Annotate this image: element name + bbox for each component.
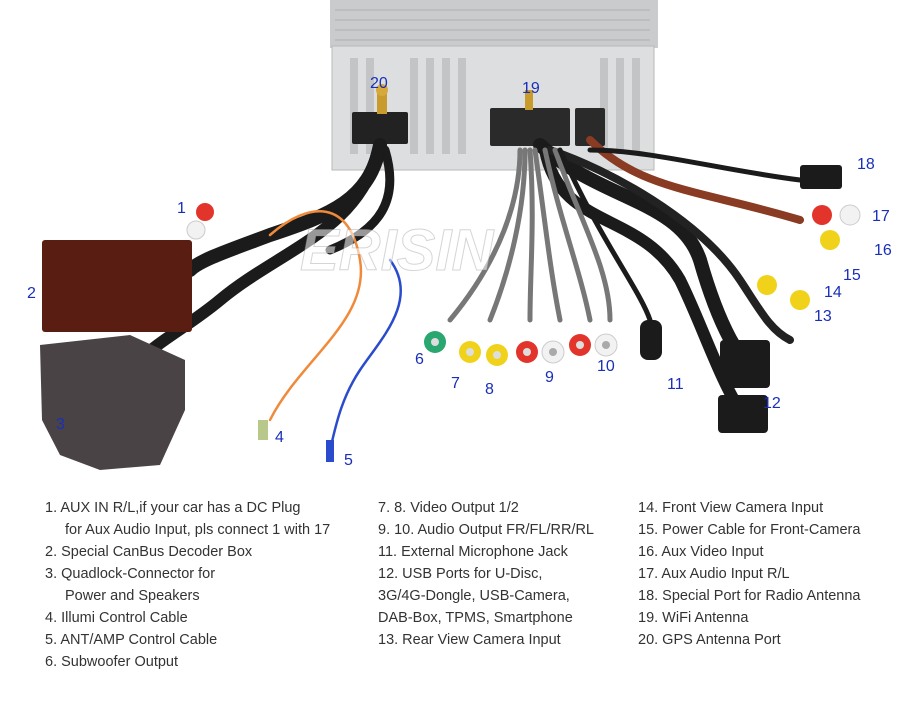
legend-item: 7. 8. Video Output 1/2 (378, 500, 519, 516)
canbus-decoder-box (42, 240, 192, 332)
legend-item: 9. 10. Audio Output FR/FL/RR/RL (378, 522, 594, 538)
callout-7: 7 (451, 375, 460, 392)
callout-19: 19 (522, 80, 540, 97)
quadlock-connector (40, 335, 185, 470)
legend-column-3: 14. Front View Camera Input 15. Power Ca… (638, 497, 860, 651)
callout-15: 15 (843, 267, 861, 284)
legend-item: 18. Special Port for Radio Antenna (638, 588, 861, 604)
callout-16: 16 (874, 242, 892, 259)
legend-column-1: 1. AUX IN R/L,if your car has a DC Plug … (45, 497, 330, 673)
legend-item: 11. External Microphone Jack (378, 544, 568, 560)
cable-bundles (134, 136, 804, 452)
legend-item: 15. Power Cable for Front-Camera (638, 522, 861, 538)
callout-4: 4 (275, 429, 284, 446)
callout-14: 14 (824, 284, 842, 301)
callout-1: 1 (177, 200, 186, 217)
callout-12: 12 (763, 395, 781, 412)
legend-item: 20. GPS Antenna Port (638, 632, 781, 648)
callout-10: 10 (597, 358, 615, 375)
callout-17: 17 (872, 208, 890, 225)
legend-item: 17. Aux Audio Input R/L (638, 566, 790, 582)
legend-item: 14. Front View Camera Input (638, 500, 824, 516)
watermark-logo: ERISIN (300, 218, 494, 283)
legend-item: DAB-Box, TPMS, Smartphone (378, 610, 573, 626)
legend-column-2: 7. 8. Video Output 1/2 9. 10. Audio Outp… (378, 497, 594, 651)
callout-6: 6 (415, 351, 424, 368)
callout-9: 9 (545, 369, 554, 386)
callout-5: 5 (344, 452, 353, 469)
legend-item: 1. AUX IN R/L,if your car has a DC Plug (45, 500, 301, 516)
legend-item: 3. Quadlock-Connector for (45, 566, 216, 582)
callout-18: 18 (857, 156, 875, 173)
callout-20: 20 (370, 75, 388, 92)
legend-item: 4. Illumi Control Cable (45, 610, 188, 626)
rca-connectors (186, 165, 861, 462)
legend-item: 6. Subwoofer Output (45, 654, 178, 670)
legend-item: Power and Speakers (65, 588, 200, 604)
legend-item: 12. USB Ports for U-Disc, (378, 566, 543, 582)
legend-item: 19. WiFi Antenna (638, 610, 749, 626)
callout-2: 2 (27, 285, 36, 302)
legend-item: 3G/4G-Dongle, USB-Camera, (378, 588, 570, 604)
wiring-harness-photo: ERISIN (40, 0, 861, 470)
legend-item: for Aux Audio Input, pls connect 1 with … (65, 522, 331, 538)
callout-8: 8 (485, 381, 494, 398)
callout-11: 11 (667, 376, 684, 393)
legend-item: 16. Aux Video Input (638, 544, 764, 560)
legend-item: 2. Special CanBus Decoder Box (45, 544, 253, 560)
callout-3: 3 (56, 416, 65, 433)
legend-item: 13. Rear View Camera Input (378, 632, 561, 648)
legend-item: 5. ANT/AMP Control Cable (45, 632, 218, 648)
callout-13: 13 (814, 308, 832, 325)
